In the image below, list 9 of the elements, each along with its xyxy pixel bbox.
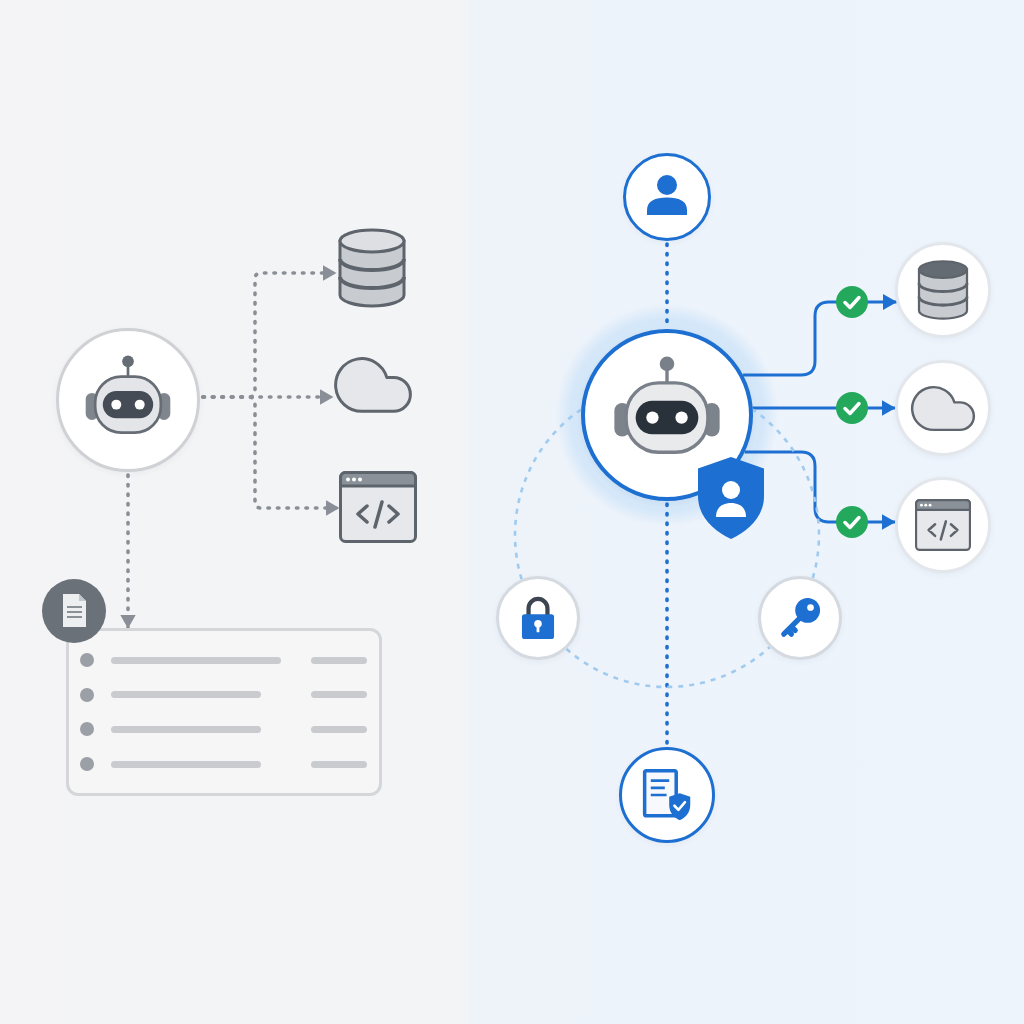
dashed-orbit-arc: [752, 408, 821, 579]
cloud-icon: [333, 356, 413, 414]
database-icon: [336, 227, 408, 309]
dotted-arrow: [120, 473, 136, 630]
dotted-arrow: [201, 395, 341, 516]
code-window-icon: [339, 471, 417, 543]
dotted-line: [665, 502, 669, 746]
dashed-orbit-arc: [513, 408, 582, 580]
dashed-orbit-arc: [565, 646, 771, 689]
